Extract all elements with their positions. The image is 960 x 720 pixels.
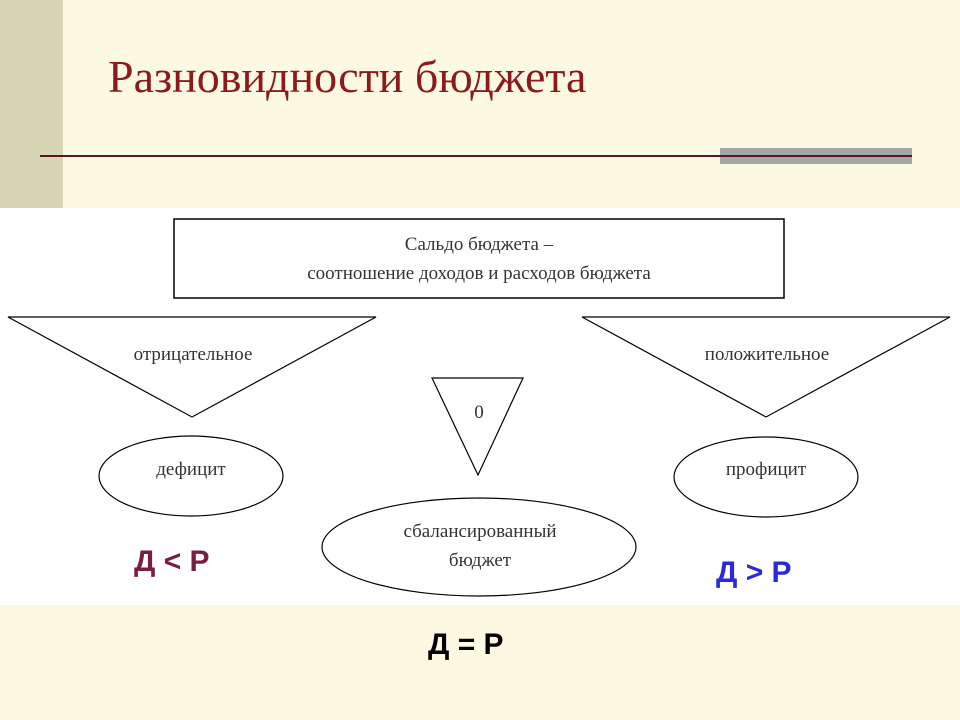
deficit-formula: Д < Р (134, 545, 210, 578)
surplus-formula: Д > Р (716, 556, 792, 589)
balanced-ellipse (321, 497, 637, 597)
surplus-label: профицит (726, 459, 807, 480)
zero-triangle (431, 377, 524, 477)
positive-triangle (581, 316, 951, 418)
side-accent-strip (0, 0, 63, 208)
negative-label: отрицательное (134, 344, 253, 365)
zero-label: 0 (474, 402, 484, 423)
deficit-ellipse (98, 435, 284, 517)
balanced-formula: Д = Р (428, 628, 504, 661)
slide-title: Разновидности бюджета (108, 51, 587, 102)
deficit-label: дефицит (156, 459, 226, 480)
positive-label: положительное (705, 344, 829, 365)
negative-triangle (7, 316, 377, 418)
title-underline-accent (720, 148, 912, 164)
header-box (173, 218, 785, 299)
header-line-2: соотношение доходов и расходов бюджета (307, 263, 651, 284)
title-underline (40, 155, 910, 157)
surplus-ellipse (673, 436, 859, 518)
header-line-1: Сальдо бюджета – (405, 234, 554, 255)
balanced-line-2: бюджет (449, 550, 512, 571)
balanced-line-1: сбалансированный (403, 521, 556, 542)
